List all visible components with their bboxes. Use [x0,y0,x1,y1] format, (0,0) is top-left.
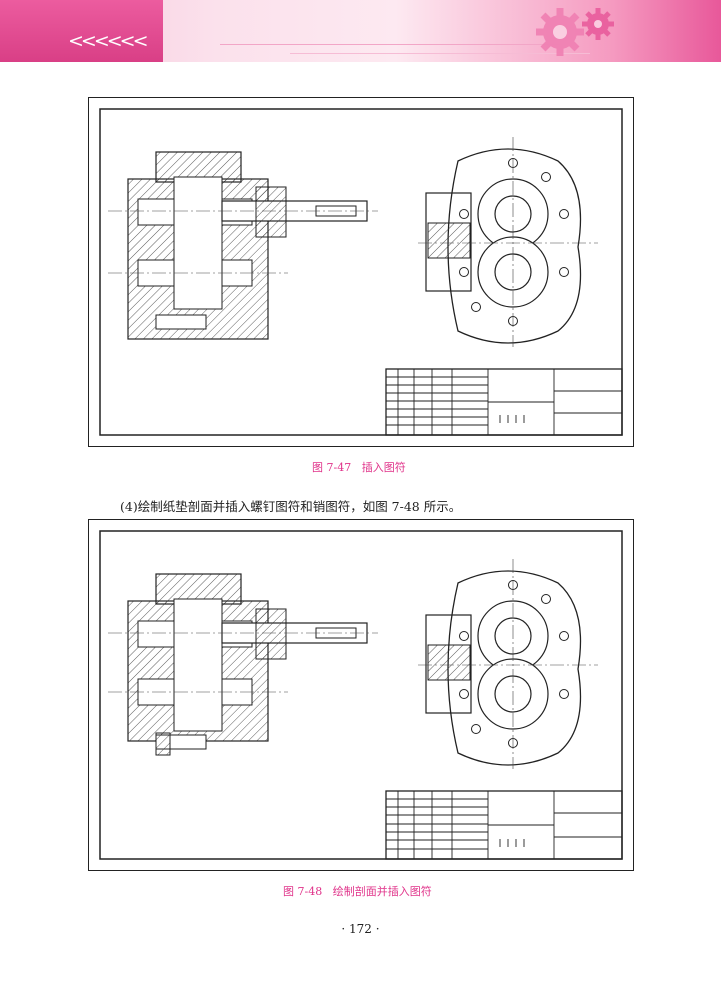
figure-7-48-drawing [88,519,634,871]
header-divider [220,44,560,45]
title-block [385,790,623,860]
gear-icon [536,8,614,56]
header-tab: <<<<<< [0,0,163,62]
figure-caption: 图 7-47 插入图符 [312,459,406,475]
figure-title: 绘制剖面并插入图符 [332,885,432,898]
figure-number: 图 7-48 [283,885,323,898]
pump-side-view [418,559,598,769]
figure-7-47-drawing [88,97,634,447]
header-divider-secondary [290,53,590,54]
pump-section-view [108,151,378,340]
figure-title: 插入图符 [361,461,406,474]
pump-section-view [108,573,378,756]
pump-side-view [418,137,598,347]
body-paragraph: (4)绘制纸垫剖面并插入螺钉图符和销图符，如图 7-48 所示。 [120,499,462,514]
page-number: · 172 · [341,922,380,936]
figure-caption: 图 7-48 绘制剖面并插入图符 [283,883,432,899]
title-block [385,368,623,436]
figure-number: 图 7-47 [312,461,352,474]
chevron-decoration: <<<<<< [68,30,149,52]
page-header: <<<<<< [0,0,721,62]
